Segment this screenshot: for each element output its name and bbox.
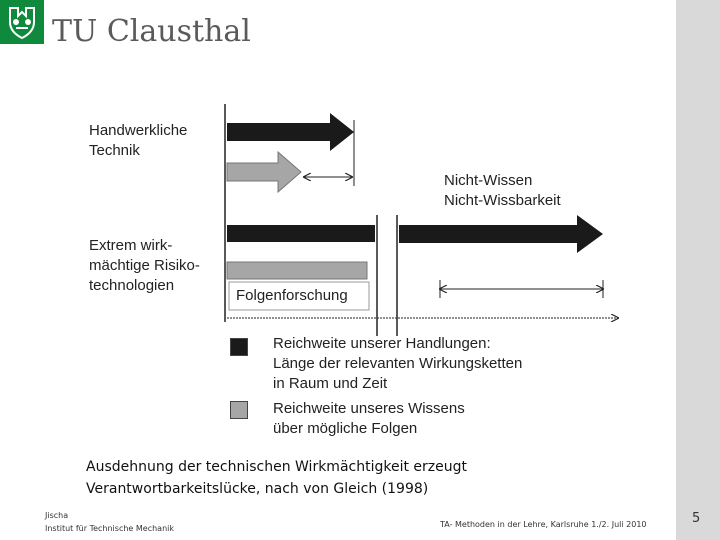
slide-caption: Ausdehnung der technischen Wirkmächtigke… — [86, 456, 467, 500]
row2-label-line1: Extrem wirk- — [89, 237, 173, 254]
row2-knowledge-arrow — [226, 261, 368, 280]
unknown-label-line1: Nicht-Wissen — [444, 172, 533, 189]
row2-action-arrow — [399, 215, 603, 253]
row1-label-line2: Technik — [89, 142, 140, 159]
logo-accent-square — [37, 38, 43, 44]
unknown-label-line2: Nicht-Wissbarkeit — [444, 192, 561, 209]
row1-knowledge-arrow — [226, 150, 302, 194]
caption-line2: Verantwortbarkeitslücke, nach von Gleich… — [86, 481, 429, 497]
row2-label-line3: technologien — [89, 277, 175, 294]
legend-knowledge-swatch — [230, 401, 248, 419]
row2-action-bar-left — [227, 225, 375, 242]
footer-institute: Institut für Technische Mechanik — [45, 524, 174, 533]
research-box — [228, 281, 370, 311]
legend-item1-line1: Reichweite unserer Handlungen: — [273, 335, 491, 352]
page-number: 5 — [692, 511, 701, 526]
footer-event: TA- Methoden in der Lehre, Karlsruhe 1./… — [440, 520, 647, 529]
research-label: Folgenforschung — [236, 287, 348, 304]
legend-item1-line3: in Raum und Zeit — [273, 375, 388, 392]
footer-author: Jischa — [45, 511, 69, 520]
legend-action-swatch — [230, 338, 248, 356]
logo-title: TU Clausthal — [52, 14, 251, 49]
row1-label-line1: Handwerkliche — [89, 122, 188, 139]
legend-item2-line2: über mögliche Folgen — [273, 420, 418, 437]
right-sidebar-band — [676, 0, 720, 540]
university-crest-icon — [0, 0, 44, 44]
row1-action-arrow — [227, 113, 354, 151]
legend-item1-line2: Länge der relevanten Wirkungsketten — [273, 355, 523, 372]
row2-label-line2: mächtige Risiko- — [89, 257, 200, 274]
caption-line1: Ausdehnung der technischen Wirkmächtigke… — [86, 459, 467, 475]
legend-item2-line1: Reichweite unseres Wissens — [273, 400, 465, 417]
